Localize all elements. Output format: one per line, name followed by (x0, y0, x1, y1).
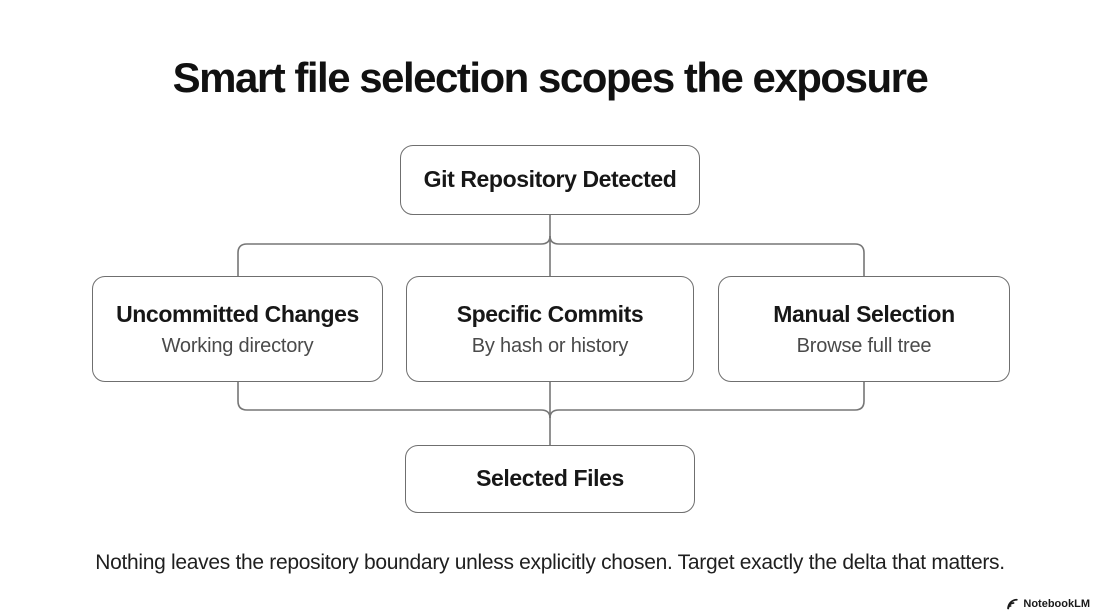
connector-result-right (549, 382, 865, 419)
node-sublabel: By hash or history (471, 335, 629, 358)
node-specific-commits: Specific Commits By hash or history (406, 276, 694, 382)
node-git-repository-detected: Git Repository Detected (400, 145, 700, 215)
slide-title: Smart file selection scopes the exposure (172, 54, 929, 101)
node-sublabel: Browse full tree (796, 335, 932, 358)
node-sublabel: Working directory (161, 335, 314, 358)
connector-root-right (549, 235, 865, 276)
node-label: Git Repository Detected (423, 166, 677, 193)
connector-root-left (237, 235, 551, 276)
node-uncommitted-changes: Uncommitted Changes Working directory (92, 276, 383, 382)
node-label: Selected Files (476, 465, 624, 492)
node-label: Uncommitted Changes (116, 300, 359, 327)
footer-note: Nothing leaves the repository boundary u… (95, 551, 1005, 574)
watermark-label: NotebookLM (1023, 597, 1090, 610)
connector-result-left (237, 382, 551, 419)
node-manual-selection: Manual Selection Browse full tree (718, 276, 1010, 382)
watermark: NotebookLM (1006, 597, 1090, 610)
node-label: Manual Selection (773, 300, 955, 327)
notebooklm-logo-icon (1007, 598, 1019, 610)
node-selected-files: Selected Files (405, 445, 695, 513)
node-label: Specific Commits (456, 300, 644, 327)
